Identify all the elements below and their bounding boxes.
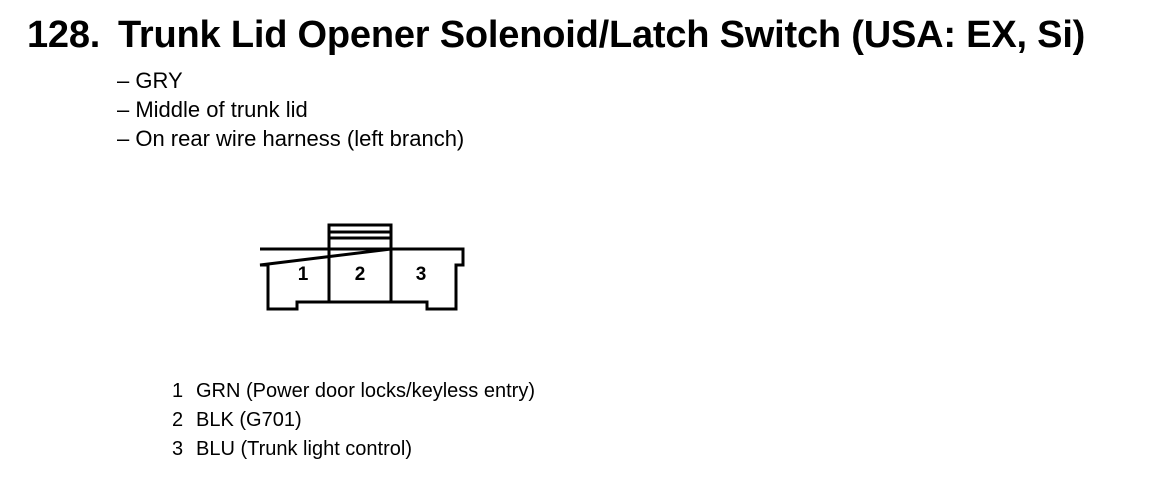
- component-details: – GRY – Middle of trunk lid – On rear wi…: [117, 66, 464, 153]
- detail-harness: – On rear wire harness (left branch): [117, 126, 465, 151]
- detail-location: – Middle of trunk lid: [117, 97, 308, 122]
- pinout-description: BLK (G701): [196, 409, 302, 431]
- page-title: 128. Trunk Lid Opener Solenoid/Latch Swit…: [27, 12, 1085, 58]
- pinout-row: 3 BLU (Trunk light control): [172, 435, 535, 464]
- component-number: 128.: [27, 14, 101, 56]
- connector-diagram: 1 2 3: [259, 223, 465, 311]
- pinout-row: 2 BLK (G701): [172, 406, 535, 435]
- pin-label-2: 2: [355, 264, 366, 285]
- pin-label-1: 1: [298, 264, 309, 285]
- component-name: Trunk Lid Opener Solenoid/Latch Switch (…: [118, 14, 1086, 56]
- pin-label-3: 3: [416, 264, 427, 285]
- detail-wire-color: – GRY: [117, 68, 183, 93]
- pinout-row: 1 GRN (Power door locks/keyless entry): [172, 377, 535, 406]
- pinout-pin-number: 3: [172, 438, 184, 460]
- pinout-pin-number: 2: [172, 409, 184, 431]
- connector-housing: [259, 247, 465, 311]
- pinout-description: GRN (Power door locks/keyless entry): [196, 380, 535, 402]
- pinout-pin-number: 1: [172, 380, 184, 402]
- pinout-description: BLU (Trunk light control): [196, 438, 412, 460]
